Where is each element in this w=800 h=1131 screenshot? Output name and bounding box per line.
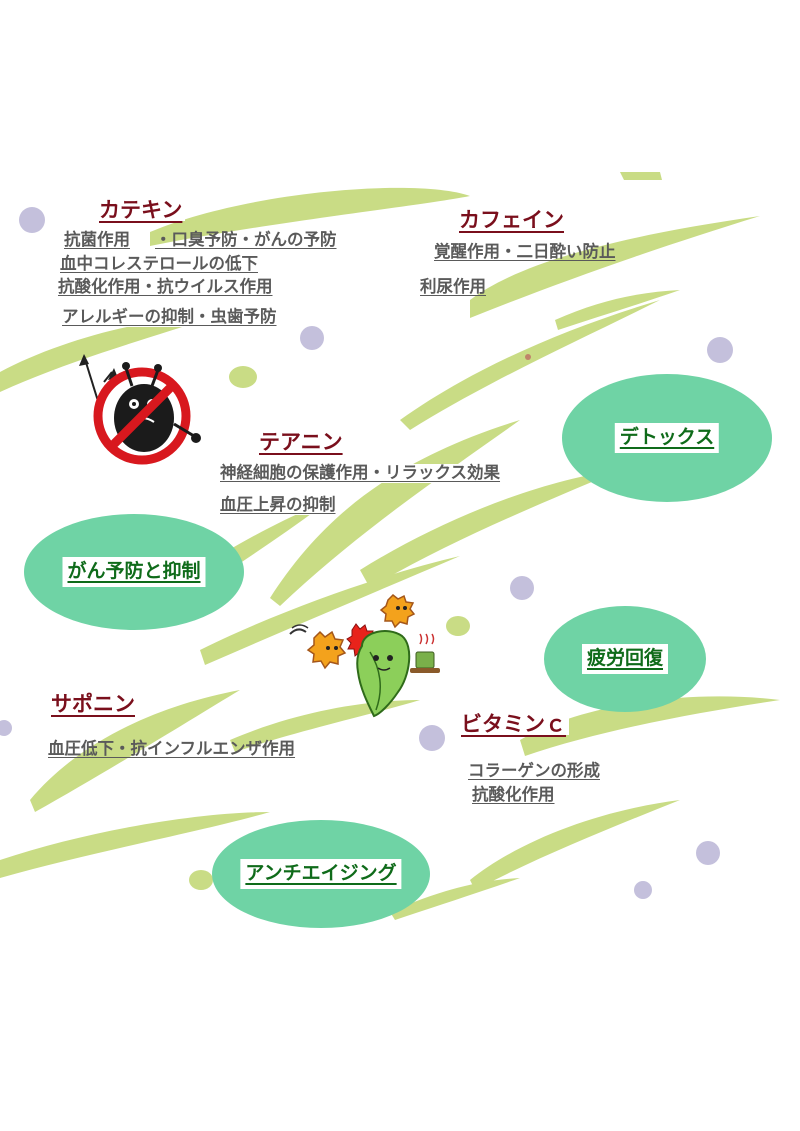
theanine-heading: テアニン xyxy=(256,432,346,453)
effect-cancer-prevention: がん予防と抑制 xyxy=(24,514,244,630)
catechin-item: アレルギーの抑制・虫歯予防 xyxy=(60,307,279,327)
saponin-item: 血圧低下・抗インフルエンザ作用 xyxy=(48,739,296,758)
tea-leaf-mascot-icon xyxy=(289,593,440,718)
effect-detox-label: デトックス xyxy=(614,423,720,453)
caffeine-item: 覚醒作用・二日酔い防止 xyxy=(434,242,616,261)
vitamin-c-item: 抗酸化作用 xyxy=(470,785,557,805)
catechin-item: 血中コレステロールの低下 xyxy=(60,254,258,273)
catechin-item: 抗菌作用 xyxy=(64,230,130,249)
catechin-item: 抗酸化作用・抗ウイルス作用 xyxy=(58,277,273,296)
effect-antiaging-label: アンチエイジング xyxy=(240,859,402,889)
effect-fatigue-label: 疲労回復 xyxy=(581,644,669,674)
effect-cancer-label: がん予防と抑制 xyxy=(62,557,206,587)
catechin-item: ・口臭予防・がんの予防 xyxy=(155,230,337,249)
effect-antiaging: アンチエイジング xyxy=(212,820,430,928)
vitamin-c-item: コラーゲンの形成 xyxy=(466,761,602,781)
caffeine-heading: カフェイン xyxy=(456,210,567,231)
no-bacteria-icon xyxy=(79,354,201,465)
effect-fatigue-recovery: 疲労回復 xyxy=(544,606,706,712)
catechin-heading: カテキン xyxy=(96,200,186,221)
theanine-item: 血圧上昇の抑制 xyxy=(218,495,338,515)
saponin-heading: サポニン xyxy=(48,694,138,715)
caffeine-item: 利尿作用 xyxy=(420,277,486,296)
vitamin-c-heading: ビタミンｃ xyxy=(458,714,569,735)
theanine-item: 神経細胞の保護作用・リラックス効果 xyxy=(218,463,503,483)
effect-detox: デトックス xyxy=(562,374,772,502)
